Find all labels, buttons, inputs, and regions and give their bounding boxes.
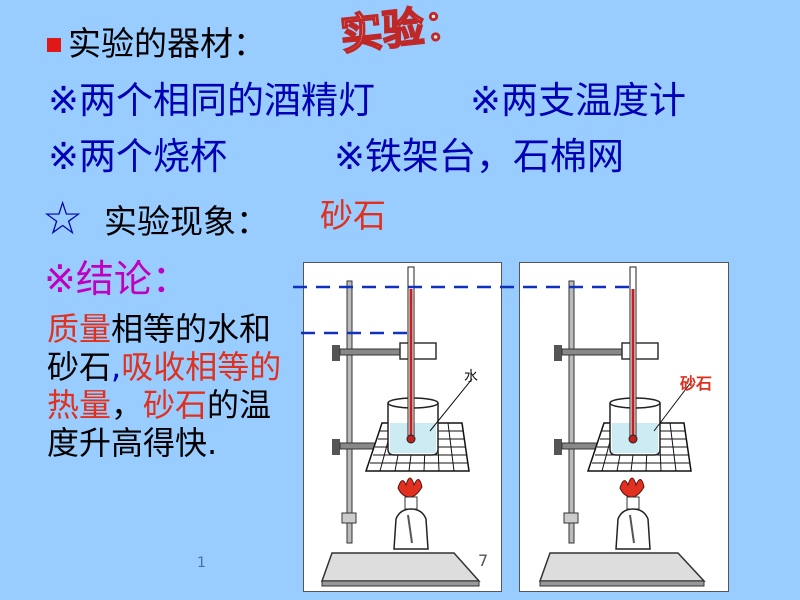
clamp-knob: [332, 345, 340, 361]
conclusion-label: ※结论：: [44, 257, 190, 301]
conclusion-segment: 的温度升高得快.: [47, 386, 272, 462]
page-number-right: 7: [478, 551, 489, 570]
star-outline-icon: ☆: [42, 191, 84, 245]
conclusion-segment: 砂石: [143, 386, 208, 424]
conclusion-segment: ，: [111, 386, 144, 424]
equipment-item-lamps: ※两个相同的酒精灯: [48, 79, 376, 122]
conclusion-segment: 相等的水和砂石: [47, 310, 272, 386]
phenomenon-value: 砂石: [320, 196, 386, 235]
sand-label: 砂石: [680, 374, 712, 393]
phenomenon-label: 实验现象：: [104, 202, 269, 241]
diagram-panel-sand: 砂石: [519, 262, 729, 592]
stand-rod: [346, 280, 353, 544]
conclusion-text: 质量相等的水和砂石,吸收相等的热量，砂石的温度升高得快.: [47, 310, 282, 462]
water-apparatus-illustration: 水: [320, 266, 481, 587]
page-number-left: 1: [197, 555, 206, 571]
conclusion-segment: 质量: [47, 310, 112, 348]
equipment-item-thermometers: ※两支温度计: [470, 79, 687, 122]
diagram-panel-water: 水: [303, 262, 502, 592]
equipment-item-stand: ※铁架台，石棉网: [334, 135, 625, 178]
equipment-heading: 实验的器材：: [68, 24, 266, 63]
water-label: 水: [464, 369, 478, 385]
sand-apparatus-illustration: 砂石: [538, 266, 712, 587]
conclusion-segment: ,: [111, 348, 122, 386]
conclusion-segment: 吸收相等的热量: [47, 348, 282, 424]
equipment-item-beakers: ※两个烧杯: [48, 135, 228, 178]
red-square-bullet-icon: [47, 38, 61, 52]
